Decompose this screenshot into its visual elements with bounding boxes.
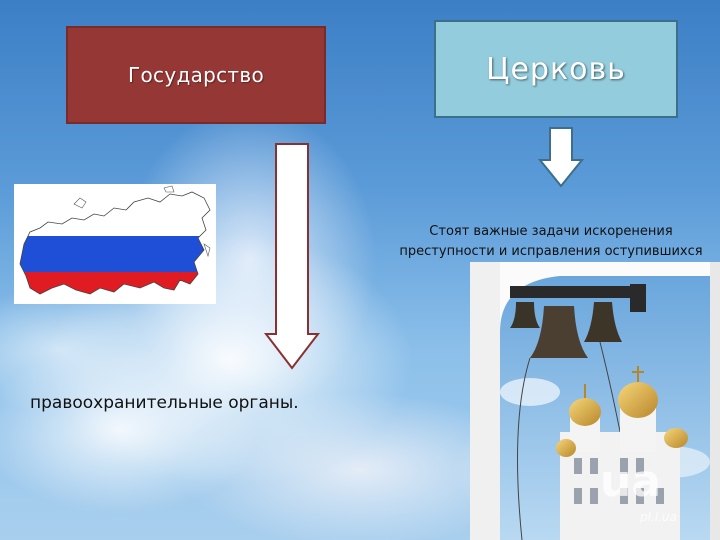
state-down-arrow-icon [263,143,321,370]
russia-map-flag-image [14,184,216,304]
church-down-arrow-icon [537,127,585,188]
church-box-label: Церковь [486,51,626,87]
state-box-label: Государство [127,63,264,87]
church-task-line1: Стоят важные задачи искоренения [429,224,673,239]
russia-map-flag-icon [19,185,211,295]
watermark-logo: ua [600,456,662,507]
state-organs-text: правоохранительные органы. [30,393,299,413]
church-task-line2: преступности и исправления оступившихся [399,244,703,259]
church-bells-cathedral-icon [470,262,720,540]
church-box: Церковь [434,20,678,118]
state-box: Государство [66,26,326,124]
church-task-text: Стоят важные задачи искоренения преступн… [382,222,720,262]
church-bells-image [470,262,720,540]
watermark-url: pl.l.ua [640,510,677,524]
